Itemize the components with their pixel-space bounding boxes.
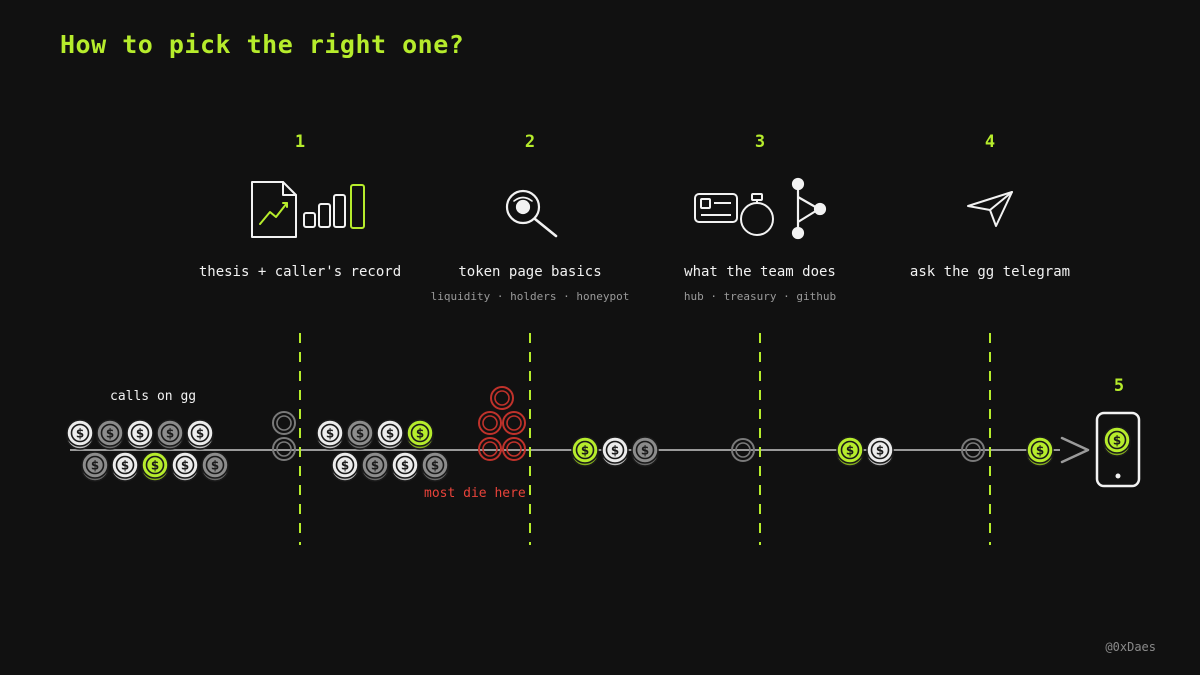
coin xyxy=(631,436,659,467)
coin xyxy=(421,451,449,482)
empty-ring xyxy=(272,411,296,435)
coin xyxy=(571,436,599,467)
page-title: How to pick the right one? xyxy=(60,30,465,59)
coin xyxy=(186,419,214,450)
coin xyxy=(66,419,94,450)
author-handle: @0xDaes xyxy=(1105,640,1156,654)
signal-bars-icon xyxy=(303,184,365,229)
calls-label: calls on gg xyxy=(110,389,197,404)
coin xyxy=(201,451,229,482)
dead-token-ring xyxy=(478,411,502,435)
stopwatch-icon xyxy=(740,193,774,236)
dead-token-ring xyxy=(502,411,526,435)
coin xyxy=(111,451,139,482)
step-3-number: 3 xyxy=(754,132,766,152)
coin xyxy=(836,436,864,467)
coin xyxy=(81,451,109,482)
magnifier-icon xyxy=(505,189,558,238)
step-4-label: ask the gg telegram xyxy=(909,264,1071,280)
step-2-label: token page basics xyxy=(458,264,602,280)
step-4-number: 4 xyxy=(984,132,996,152)
coin xyxy=(391,451,419,482)
coin xyxy=(156,419,184,450)
coin xyxy=(1026,436,1054,467)
coin xyxy=(141,451,169,482)
coin xyxy=(406,419,434,450)
coin xyxy=(346,419,374,450)
coin xyxy=(331,451,359,482)
step-2-number: 2 xyxy=(524,132,536,152)
coin xyxy=(376,419,404,450)
coin xyxy=(866,436,894,467)
id-card-icon xyxy=(694,193,738,223)
branch-icon xyxy=(791,177,827,240)
step-3-label: what the team does xyxy=(684,264,836,280)
step-3-sublabel: hub · treasury · github xyxy=(683,290,837,303)
chart-document-icon xyxy=(251,181,297,238)
coin xyxy=(171,451,199,482)
phone-icon xyxy=(1095,411,1141,488)
coin xyxy=(126,419,154,450)
dead-token-ring xyxy=(490,386,514,410)
phone-coin xyxy=(1103,426,1131,457)
step-5-number: 5 xyxy=(1113,376,1125,396)
coin xyxy=(601,436,629,467)
step-1-label: thesis + caller's record xyxy=(198,264,402,280)
coin xyxy=(361,451,389,482)
step-1-number: 1 xyxy=(294,132,306,152)
coin xyxy=(316,419,344,450)
step-2-sublabel: liquidity · holders · honeypot xyxy=(430,290,630,303)
die-label: most die here xyxy=(424,486,526,501)
flow-arrow-head xyxy=(1060,436,1090,464)
paper-plane-icon xyxy=(967,191,1013,227)
coin xyxy=(96,419,124,450)
